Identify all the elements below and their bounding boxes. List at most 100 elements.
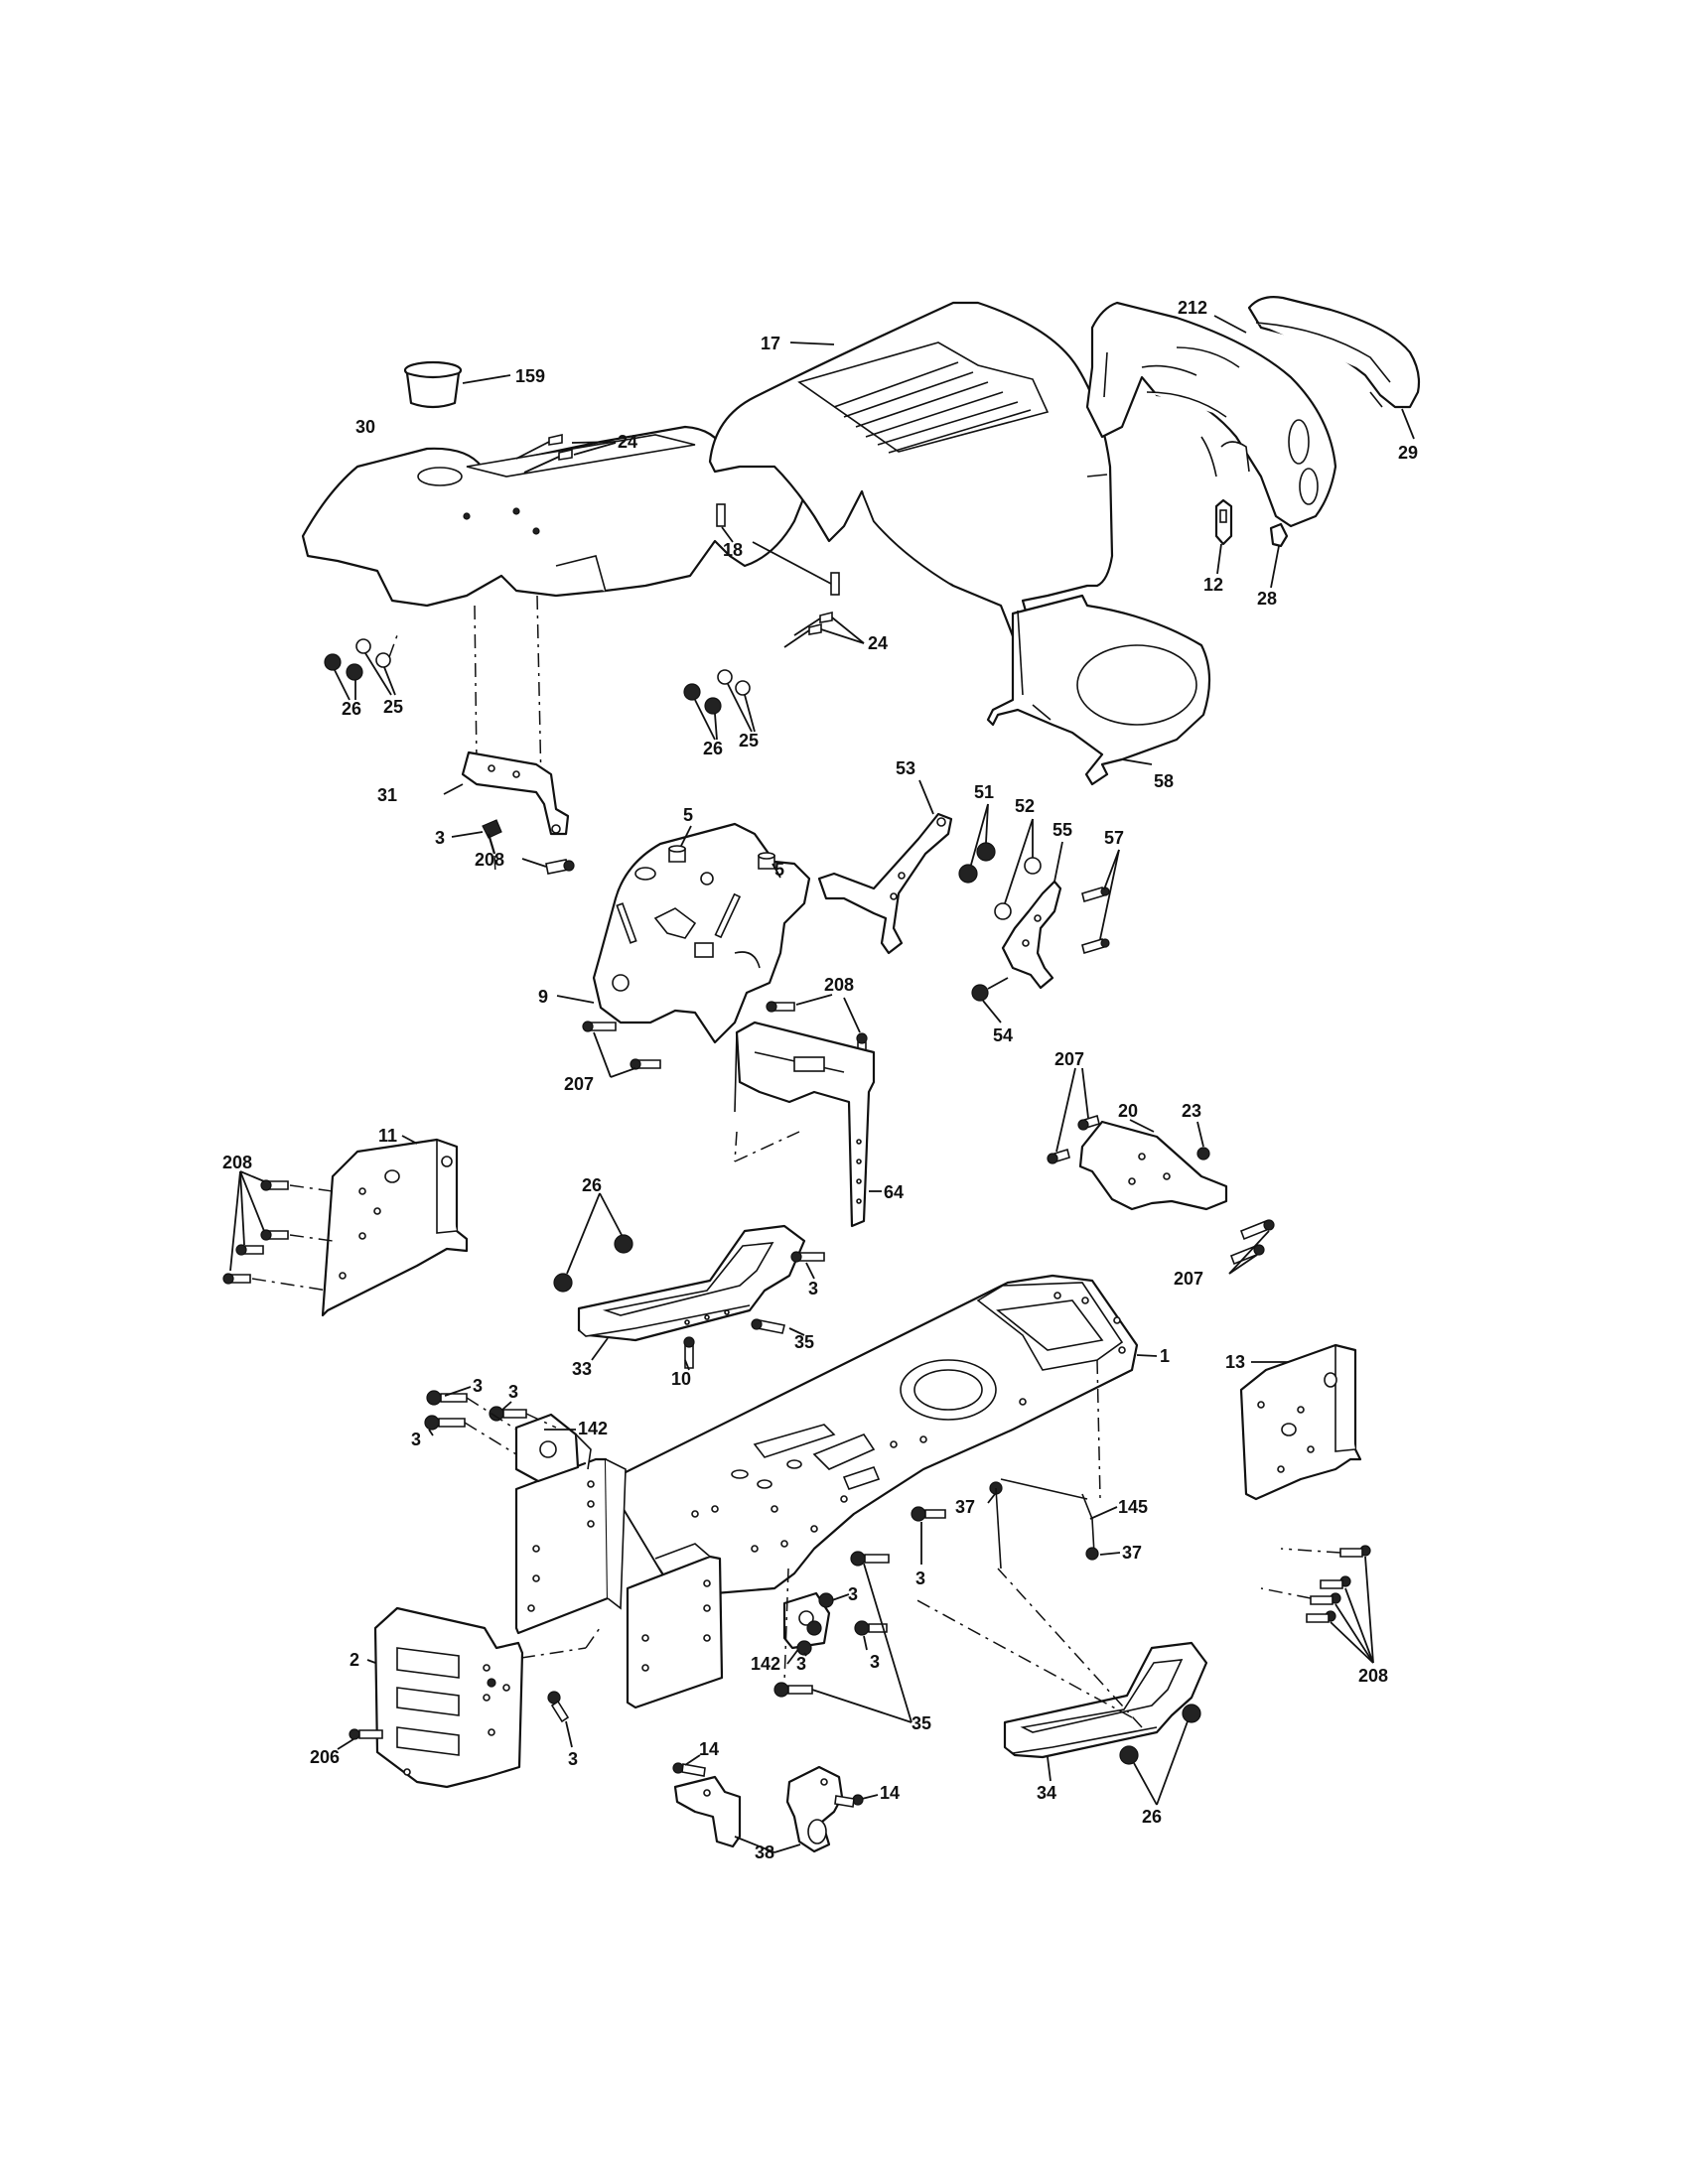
part-13-side-plate [1239, 1343, 1362, 1501]
callout-208: 208 [475, 850, 504, 870]
callout-2: 2 [350, 1650, 359, 1670]
callout-37: 37 [1122, 1543, 1142, 1563]
part-64-bracket [734, 1021, 876, 1228]
callout-145: 145 [1118, 1497, 1148, 1517]
callout-31: 31 [377, 785, 397, 805]
part-3-screws-c [424, 1390, 557, 1455]
callout-64: 64 [884, 1182, 904, 1202]
callout-3: 3 [870, 1652, 880, 1672]
part-58-shroud [986, 594, 1211, 786]
callout-3: 3 [915, 1569, 925, 1588]
callout-208: 208 [824, 975, 854, 995]
part-24-screws-right [783, 611, 833, 648]
callout-23: 23 [1182, 1101, 1201, 1121]
part-front-plate [514, 1457, 627, 1635]
callout-24: 24 [618, 432, 637, 452]
part-25-26-fasteners-right [683, 669, 751, 715]
callout-1: 1 [1160, 1346, 1170, 1366]
part-1-main-frame [614, 1274, 1139, 1595]
part-12-clip [1214, 498, 1233, 546]
callout-142: 142 [578, 1419, 608, 1438]
part-23-nut [1196, 1147, 1210, 1160]
callout-5: 5 [683, 805, 693, 825]
callout-57: 57 [1104, 828, 1124, 848]
callout-55: 55 [1052, 820, 1072, 840]
part-38-bracket-right [785, 1765, 844, 1853]
callout-25: 25 [383, 697, 403, 717]
callout-208: 208 [1358, 1666, 1388, 1686]
callout-3: 3 [848, 1584, 858, 1604]
part-206-screw [349, 1728, 383, 1740]
callout-142: 142 [751, 1654, 780, 1674]
part-26-nuts-d [1119, 1704, 1201, 1765]
part-57-bolts [1081, 886, 1110, 955]
callout-28: 28 [1257, 589, 1277, 609]
callout-11: 11 [378, 1126, 397, 1146]
callout-51: 51 [974, 782, 994, 802]
part-29-lens [1247, 296, 1421, 409]
callout-3: 3 [508, 1382, 518, 1402]
part-142-bracket-a [514, 1413, 592, 1483]
callout-159: 159 [515, 366, 545, 386]
part-3-screw-e [547, 1691, 570, 1723]
callout-52: 52 [1015, 796, 1035, 816]
callout-38: 38 [755, 1843, 774, 1862]
callout-3: 3 [568, 1749, 578, 1769]
callout-212: 212 [1178, 298, 1207, 318]
part-31-bracket [461, 751, 570, 836]
callout-58: 58 [1154, 771, 1174, 791]
callout-3: 3 [473, 1376, 483, 1396]
part-9-dash-plate [592, 822, 811, 1044]
callout-13: 13 [1225, 1352, 1245, 1372]
callout-35: 35 [794, 1332, 814, 1352]
callout-34: 34 [1037, 1783, 1056, 1803]
part-25-26-fasteners-left [324, 634, 398, 681]
callout-207: 207 [1054, 1049, 1084, 1069]
callout-labels: 159 30 24 24 25 25 26 26 31 3 17 18 212 … [222, 298, 1418, 1862]
callout-207: 207 [564, 1074, 594, 1094]
part-5-plugs [668, 845, 775, 870]
part-208-screws-c [222, 1179, 334, 1292]
part-3-screw-a [482, 819, 502, 875]
part-20-plate [1078, 1120, 1228, 1211]
callout-54: 54 [993, 1025, 1013, 1045]
part-34-rail [1003, 1641, 1208, 1759]
callout-10: 10 [671, 1369, 691, 1389]
part-28-clip [1269, 522, 1289, 548]
part-14-screws [672, 1762, 864, 1808]
callout-206: 206 [310, 1747, 340, 1767]
part-212-grille [1085, 301, 1337, 528]
callout-208: 208 [222, 1153, 252, 1172]
part-207-screws-a [582, 1021, 661, 1070]
callout-26: 26 [703, 739, 723, 758]
callout-5: 5 [774, 860, 784, 880]
callout-26: 26 [342, 699, 361, 719]
callout-18: 18 [723, 540, 743, 560]
callout-3: 3 [808, 1279, 818, 1298]
callout-26: 26 [1142, 1807, 1162, 1827]
part-208-screw-a [545, 859, 575, 875]
part-35-bolts-b [773, 1568, 813, 1698]
callout-35: 35 [912, 1713, 931, 1733]
part-53-bracket [817, 812, 953, 955]
callout-24: 24 [868, 633, 888, 653]
callout-12: 12 [1203, 575, 1223, 595]
part-24-screws-top [515, 433, 573, 474]
callout-14: 14 [699, 1739, 719, 1759]
part-inner-plate [626, 1543, 724, 1709]
callout-37: 37 [955, 1497, 975, 1517]
part-17-hood [708, 301, 1114, 665]
callout-25: 25 [739, 731, 759, 751]
part-208-screws-d [1260, 1545, 1371, 1623]
part-51-nuts [958, 842, 996, 884]
callout-17: 17 [761, 334, 780, 353]
part-38-bracket-left [673, 1775, 742, 1848]
part-26-nuts-c [553, 1234, 633, 1293]
callout-3: 3 [435, 828, 445, 848]
part-35-bolt-a [751, 1318, 785, 1334]
part-54-nut [971, 977, 1009, 1002]
part-145-rod [989, 1478, 1099, 1570]
callout-9: 9 [538, 987, 548, 1007]
callout-26: 26 [582, 1175, 602, 1195]
